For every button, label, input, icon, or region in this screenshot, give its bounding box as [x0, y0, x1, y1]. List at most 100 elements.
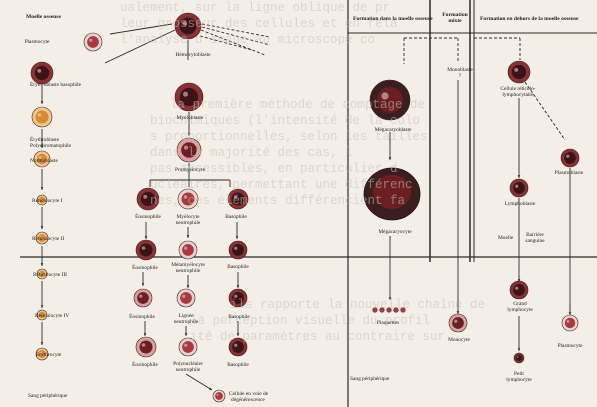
label-degenerescence-2: dégénérescence	[231, 397, 265, 403]
metamyelocyte-cell-granule	[184, 247, 187, 250]
ghost-line: ualement, sur la ligne oblique de pr	[120, 1, 390, 15]
arrow-head	[41, 263, 44, 266]
plasmoblast-cell-nucleus	[564, 152, 576, 164]
erythroblast-basophile-cell-granule	[37, 69, 41, 73]
arrow-head	[237, 285, 240, 288]
label-myelocyte-2: neutrophile	[168, 220, 208, 226]
label-eosino-1: Éosinophile	[128, 214, 168, 220]
basophil-4-cell-granule	[234, 344, 237, 347]
plasmocyte-cell-nucleus	[87, 36, 99, 48]
eosinophil-3-cell-nucleus	[137, 292, 149, 304]
label-reticulo-2: lymphocytaire	[493, 92, 543, 98]
label-sang-right: Sang périphérique	[350, 376, 389, 382]
reticulo-lymphocytic-cell-granule	[514, 68, 518, 72]
label-reticulocyte-3: Réticulocyte III	[33, 272, 67, 278]
ghost-line: nes, ces éléments différencient fa	[150, 194, 405, 208]
ghost-line: dans la majorité des cas, l	[150, 146, 353, 160]
header-mixed: Formation mixte	[437, 12, 473, 24]
label-barriere-2: sanguine	[520, 238, 550, 244]
plasmoblast-cell-granule	[566, 155, 569, 158]
label-lymphoblaste: Lymphoblaste	[499, 201, 541, 207]
arrow-head	[389, 157, 392, 160]
header-top-left: Moelle osseuse	[26, 14, 61, 20]
lymphoblast-cell-nucleus	[513, 182, 525, 194]
label-promyelocyte: Promyélocyte	[168, 167, 212, 173]
eosinophil-1-cell-granule	[143, 195, 147, 199]
label-plasmocyte-left: Plasmocyte	[22, 39, 52, 45]
eosinophil-4-cell-granule	[142, 343, 146, 347]
arrow-head	[144, 333, 147, 336]
arrow-head	[142, 283, 145, 286]
label-basophile-3: Basophile	[221, 314, 257, 320]
label-sang-left: Sang périphérique	[28, 393, 67, 399]
large-lymphocyte-cell-granule	[515, 287, 518, 290]
monocyte-cell-nucleus	[452, 317, 464, 329]
label-polynucleaire-2: neutrophile	[166, 367, 210, 373]
label-grand-lympho-2: lymphocyte	[502, 307, 538, 313]
label-reticulocyte-4: Réticulocyte IV	[35, 313, 69, 319]
label-myeloblaste: Myéloblaste	[170, 115, 210, 121]
arrow-degeneration	[186, 374, 212, 390]
label-lignee-2: neutrophile	[166, 319, 206, 325]
ghost-line: ucleaires, permettant une différenc	[150, 178, 413, 192]
myeloblast-cell-granule	[183, 92, 188, 97]
ghost-line: l'analyse d'image au microscope co	[120, 33, 375, 47]
label-basophile-2: Basophile	[220, 264, 256, 270]
polynuclear-cell-granule	[184, 344, 187, 347]
lymphoblast-cell-granule	[515, 185, 518, 188]
reticulo-lymphocytic-cell-nucleus	[512, 65, 526, 79]
label-monocyte: Monocyte	[441, 337, 477, 343]
arrow-head	[41, 342, 44, 345]
arrow-head	[187, 235, 190, 238]
label-reticulocyte-1: Réticulocyte I	[32, 198, 62, 204]
arrow-head	[518, 175, 521, 178]
arrow-head	[41, 101, 44, 104]
small-lymphocyte-cell-granule	[517, 356, 519, 358]
label-moelle: Moelle	[498, 235, 513, 241]
label-petit-lympho-2: lymphocyte	[504, 377, 534, 383]
neutrophil-line-cell-granule	[182, 295, 185, 298]
ghost-line: ils rapporte la nouvelle chaîne de	[230, 298, 485, 312]
basophil-2-cell-nucleus	[232, 244, 244, 256]
label-eosino-4: Éosinophile	[125, 362, 165, 368]
degenerating-cell-granule	[216, 394, 218, 396]
large-lymphocyte-cell-nucleus	[513, 284, 525, 296]
arrow-head	[41, 226, 44, 229]
label-mono-q: ?	[455, 73, 465, 79]
label-erythroblaste-basophile: Érythroblaste basophile	[30, 82, 81, 88]
ghost-line: ité de paramètres au contraire sur	[190, 330, 445, 344]
label-basophile-4: Basophile	[220, 362, 256, 368]
eosinophil-4-cell-nucleus	[140, 341, 153, 354]
erythroblast-basophile-cell-nucleus	[35, 66, 49, 80]
label-erythroblaste-poly-2: Polychromatophile	[30, 143, 71, 149]
label-megacaryocyte: Mégacaryocyte	[370, 229, 420, 235]
label-hemocytoblaste: Hémocytoblaste	[168, 52, 218, 58]
label-eosino-2: Éosinophile	[125, 265, 165, 271]
arrow-head	[187, 285, 190, 288]
label-normoblaste: Normoblaste	[30, 158, 58, 164]
arrow-head	[185, 333, 188, 336]
plasmocyte-right-cell-granule	[567, 320, 570, 323]
arrow-head	[145, 236, 148, 239]
label-eosino-3: Éosinophile	[122, 314, 162, 320]
label-basophile-1: Basophile	[218, 214, 254, 220]
eosinophil-2-cell-nucleus	[140, 244, 153, 257]
ghost-line: la première méthode de comptage de	[170, 98, 425, 112]
label-plasmocyte-right: Plasmocyte	[552, 343, 588, 349]
label-plaquettes: Plaquettes	[368, 320, 408, 326]
eosinophil-3-cell-granule	[139, 295, 142, 298]
arrow-head	[236, 236, 239, 239]
degenerating-cell-nucleus	[215, 392, 223, 400]
metamyelocyte-cell-nucleus	[182, 244, 194, 256]
erythroblast-poly-cell-nucleus	[36, 111, 49, 124]
neutrophil-line-cell-nucleus	[180, 292, 192, 304]
label-erythrocyte: Érythrocyte	[36, 352, 61, 358]
header-outside: Formation en dehors de la moelle osseuse	[480, 16, 579, 22]
eosinophil-2-cell-granule	[142, 246, 146, 250]
label-reticulocyte-2: Réticulocyte II	[32, 236, 64, 242]
small-lymphocyte-cell-nucleus	[516, 355, 523, 362]
arrow-head	[41, 305, 44, 308]
erythroblast-poly-cell-granule	[38, 113, 42, 117]
label-metamyelo-2: neutrophile	[166, 268, 210, 274]
